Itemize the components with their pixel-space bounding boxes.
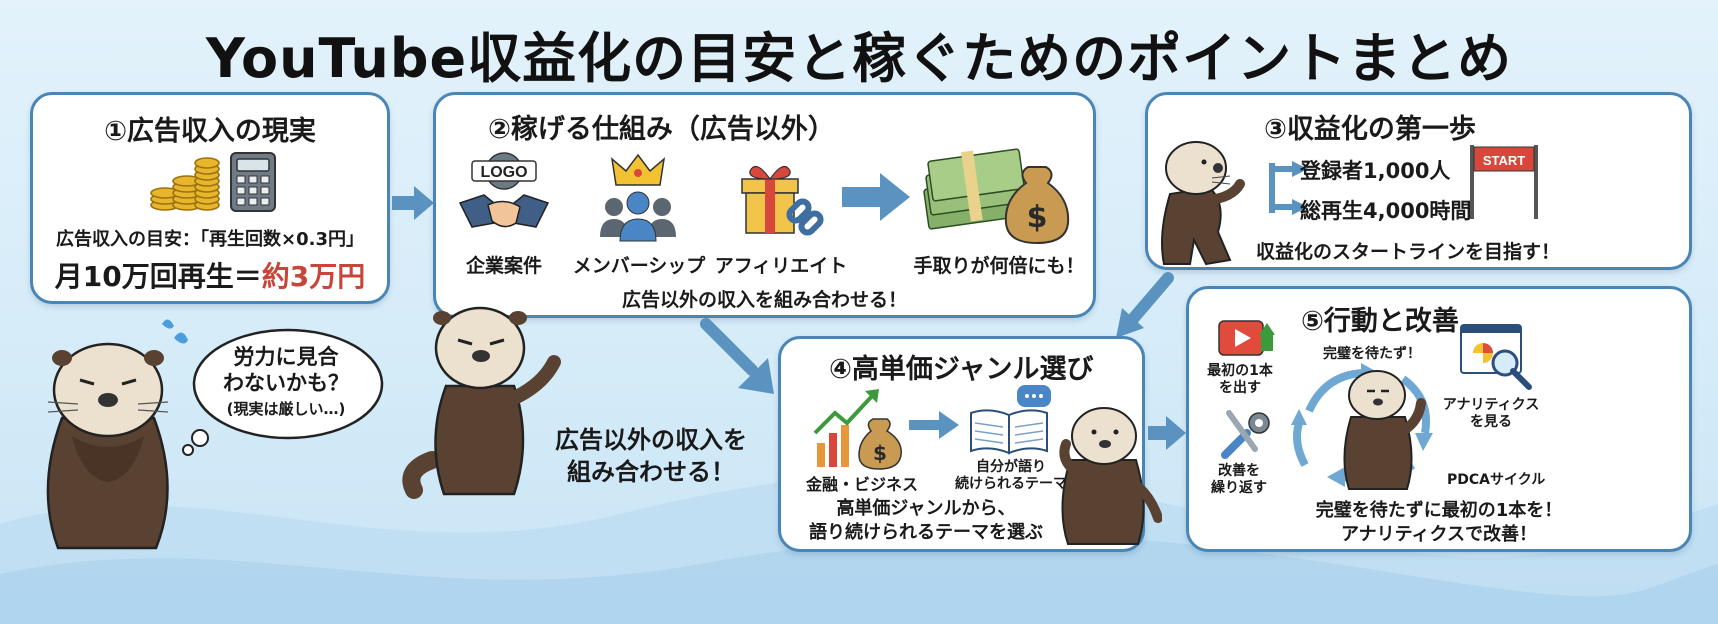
action-cycle-label: PDCAサイクル — [1447, 472, 1546, 488]
start-flag-icon: START — [1470, 145, 1538, 219]
panel-ad-revenue-heading: ①広告収入の現実 — [104, 116, 316, 147]
action-step-publish-line1: 最初の1本 — [1207, 363, 1273, 379]
genre-footer: 高単価ジャンルから、 語り続けられるテーマを選ぶ — [781, 497, 1071, 545]
requirement-subscribers: 登録者1,000人 — [1300, 159, 1451, 183]
open-book-speech-icon — [970, 385, 1051, 455]
arrow-right-icon — [842, 173, 910, 221]
genre-sustainable-topic: 自分が語り 続けられるテーマ — [931, 459, 1091, 493]
page-title: YouTube収益化の目安と稼ぐためのポイントまとめ — [205, 27, 1513, 90]
analytics-magnifier-icon — [1460, 324, 1532, 390]
svg-text:$: $ — [1027, 200, 1048, 235]
panel-high-value-heading: ④高単価ジャンル選び — [829, 354, 1094, 385]
action-step-publish-line2: を出す — [1219, 380, 1261, 396]
middle-caption: 広告以外の収入を 組み合わせる！ — [546, 424, 756, 488]
panel-income-streams-heading: ②稼げる仕組み（広告以外） — [488, 114, 835, 145]
money-bag-icon: $ — [923, 148, 1070, 245]
handshake-logo-label: LOGO — [480, 164, 527, 181]
action-step-improve: 改善を 繰り返す — [1197, 463, 1281, 497]
speech-bubble-icon — [182, 328, 384, 456]
growth-chart-money-icon: $ — [813, 389, 902, 470]
action-top-note: 完璧を待たず！ — [1323, 346, 1421, 362]
action-step-analytics: アナリティクス を見る — [1429, 397, 1553, 431]
ad-revenue-formula: 広告収入の目安：「再生回数×0.3円」 — [56, 229, 364, 250]
genre-footer-line2: 語り続けられるテーマを選ぶ — [809, 522, 1043, 543]
action-step-analytics-line1: アナリティクス — [1442, 397, 1540, 413]
action-step-improve-line2: 繰り返す — [1211, 480, 1267, 496]
action-footer-line1: 完璧を待たずに最初の1本を！ — [1315, 500, 1563, 521]
speech-bubble-line3: (現実は厳しい…) — [226, 400, 346, 418]
ad-revenue-result-prefix: 月10万回再生＝ — [54, 260, 262, 293]
otter-walking-icon — [1161, 141, 1245, 266]
requirement-watch-hours: 総再生4,000時間 — [1300, 199, 1472, 223]
video-upload-icon — [1218, 320, 1275, 356]
income-item-affiliate: アフィリエイト — [714, 255, 848, 277]
middle-caption-line1: 広告以外の収入を — [555, 426, 747, 454]
svg-text:$: $ — [873, 441, 887, 465]
speech-bubble-line1: 労力に見合 — [233, 345, 339, 369]
arrow-right-icon — [1148, 416, 1186, 450]
ad-revenue-result: 月10万回再生＝約3万円 — [33, 255, 387, 295]
income-item-membership: メンバーシップ — [572, 255, 706, 277]
otter-thinking-icon — [1059, 407, 1162, 545]
gift-link-icon — [741, 165, 824, 236]
action-footer-line2: アナリティクスで改善！ — [1340, 524, 1538, 545]
otter-presenting-icon — [402, 306, 561, 499]
genre-finance-business: 金融・ビジネス — [805, 475, 918, 494]
income-result-multiplied: 手取りが何倍にも！ — [913, 255, 1085, 277]
start-flag-label: START — [1483, 153, 1525, 168]
action-step-improve-line1: 改善を — [1218, 463, 1260, 479]
wrench-gear-icon — [1221, 410, 1270, 459]
income-item-sponsorship: 企業案件 — [465, 255, 542, 277]
coin-stack-icon — [150, 157, 220, 211]
arrow-right-icon — [392, 186, 434, 220]
handshake-logo-icon: LOGO — [458, 152, 550, 228]
panel-income-streams: ②稼げる仕組み（広告以外） LOGO 企業案件 メンバーシップ アフィリエイト — [433, 92, 1096, 318]
monetization-footer: 収益化のスタートラインを目指す！ — [1256, 241, 1561, 263]
speech-bubble-line2: わないかも？ — [223, 371, 349, 395]
panel-ad-revenue: ①広告収入の現実 広告収入の目安：「再生回数×0.3円」 月10万回再生＝約3万… — [30, 92, 390, 304]
income-streams-footer: 広告以外の収入を組み合わせる！ — [621, 289, 907, 311]
panel-action-improve: ⑤行動と改善 最初の1本 を出す 完璧を待たず！ アナリティクス を見る 改善を… — [1186, 286, 1692, 552]
genre-footer-line1: 高単価ジャンルから、 — [836, 498, 1016, 519]
action-step-analytics-line2: を見る — [1470, 414, 1512, 430]
arrow-right-icon — [909, 411, 959, 439]
action-footer: 完璧を待たずに最初の1本を！ アナリティクスで改善！ — [1189, 499, 1689, 547]
genre-topic-line2: 続けられるテーマ — [955, 476, 1067, 492]
crown-members-icon — [600, 153, 676, 242]
arrow-down-left-icon — [1116, 272, 1174, 338]
ad-revenue-result-value: 約3万円 — [261, 260, 366, 293]
panel-action-heading: ⑤行動と改善 — [1301, 306, 1459, 337]
genre-topic-line1: 自分が語り — [976, 459, 1046, 475]
speech-bubble-text: 労力に見合 わないかも？ (現実は厳しい…) — [196, 344, 376, 422]
panel-monetization-heading: ③収益化の第一歩 — [1264, 114, 1476, 145]
otter-pointing-icon — [1343, 370, 1426, 490]
arrow-down-right-icon — [700, 318, 774, 394]
bracket-arrow-icon — [1269, 161, 1308, 215]
calculator-icon — [230, 152, 276, 212]
action-step-publish: 最初の1本 を出す — [1191, 363, 1289, 397]
middle-caption-line2: 組み合わせる！ — [567, 458, 735, 486]
otter-worried-icon — [46, 319, 188, 550]
